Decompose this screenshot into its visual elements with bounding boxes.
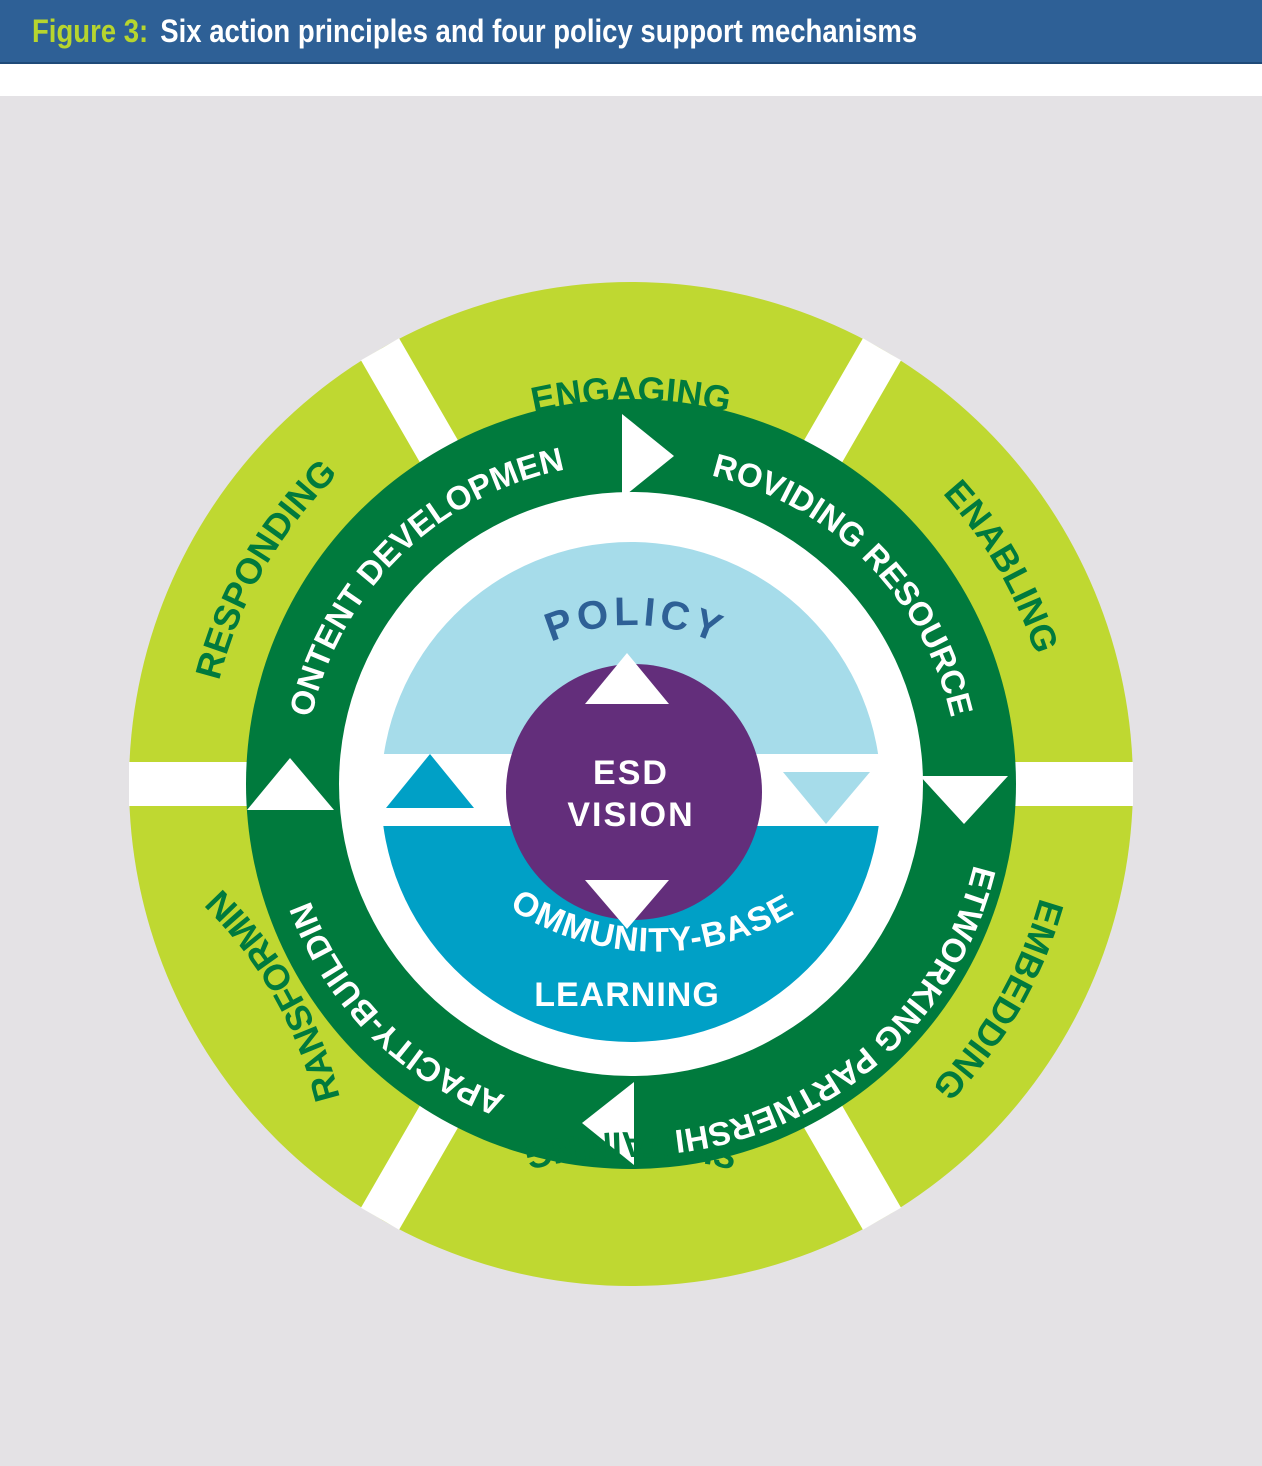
core-down-arrow-icon xyxy=(585,880,669,929)
arrow-right-icon xyxy=(920,776,1008,824)
learning-label: LEARNING xyxy=(534,976,720,1014)
core-up-arrow-icon xyxy=(585,653,669,704)
policy-half xyxy=(383,542,879,754)
figure-caption: Figure 3: Six action principles and four … xyxy=(32,13,917,50)
right-inner-triangle-icon xyxy=(783,772,870,824)
arrow-left-icon xyxy=(247,758,334,810)
community-learning-half xyxy=(383,826,879,1042)
arrow-bottom-icon xyxy=(582,1082,634,1165)
figure-title: Six action principles and four policy su… xyxy=(160,12,918,49)
figure-number: Figure 3: xyxy=(32,12,149,49)
arrow-top-icon xyxy=(622,414,674,498)
figure-header: Figure 3: Six action principles and four … xyxy=(0,0,1262,64)
esd-vision-line1: ESD xyxy=(593,754,669,792)
esd-vision-core xyxy=(506,664,762,920)
left-inner-triangle-icon xyxy=(386,754,474,808)
esd-vision-line2: VISION xyxy=(567,796,694,834)
